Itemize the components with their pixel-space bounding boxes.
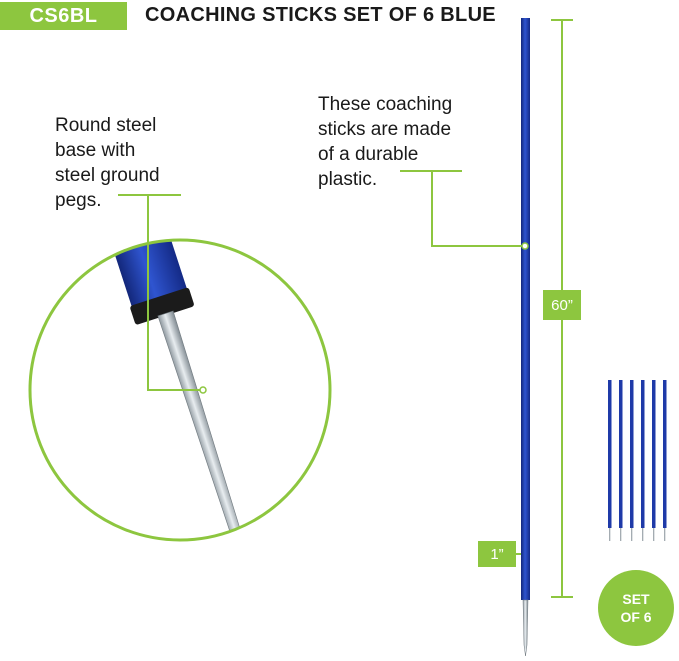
thumb-stick: [652, 380, 656, 541]
zoom-detail: [28, 238, 332, 542]
thumb-stick: [608, 380, 612, 541]
callout-base-line: base with: [55, 140, 136, 161]
callout-base-line-marker: [118, 194, 207, 394]
thumb-stick: [619, 380, 623, 541]
set-of-six-badge: SET OF 6: [598, 570, 674, 646]
callout-stick-line: These coaching: [318, 94, 453, 115]
sku-code: CS6BL: [29, 4, 98, 27]
sku-badge: CS6BL: [0, 2, 127, 30]
callout-stick-line: plastic.: [318, 169, 378, 190]
thumb-stick: [641, 380, 645, 541]
diameter-label: 1”: [478, 541, 516, 567]
set-badge-line: OF 6: [620, 609, 652, 625]
coaching-stick: [521, 18, 530, 657]
callout-base-line: pegs.: [55, 190, 102, 211]
stick-body: [521, 18, 530, 600]
callout-stick-line: sticks are made: [318, 119, 452, 140]
callout-base-line: steel ground: [55, 165, 160, 186]
thumb-stick: [663, 380, 667, 541]
zoom-circle: [28, 238, 332, 542]
thumb-stick: [630, 380, 634, 541]
zoom-blue-tube: [95, 240, 188, 310]
callout-stick-text: These coaching sticks are made of a dura…: [318, 92, 508, 192]
stick-peg: [522, 599, 529, 657]
callout-base-text: Round steel base with steel ground pegs.: [55, 113, 235, 213]
product-title: COACHING STICKS SET OF 6 BLUE: [145, 4, 496, 26]
callout-stick-line-marker: [400, 170, 529, 250]
zoom-tube-cap: [130, 287, 194, 325]
set-thumbnail: [608, 380, 667, 541]
callout-base-line: Round steel: [55, 115, 157, 136]
zoom-steel-peg: [157, 310, 251, 540]
set-badge-line: SET: [622, 591, 650, 607]
callout-stick-line: of a durable: [318, 144, 419, 165]
height-label: 60”: [543, 290, 581, 320]
